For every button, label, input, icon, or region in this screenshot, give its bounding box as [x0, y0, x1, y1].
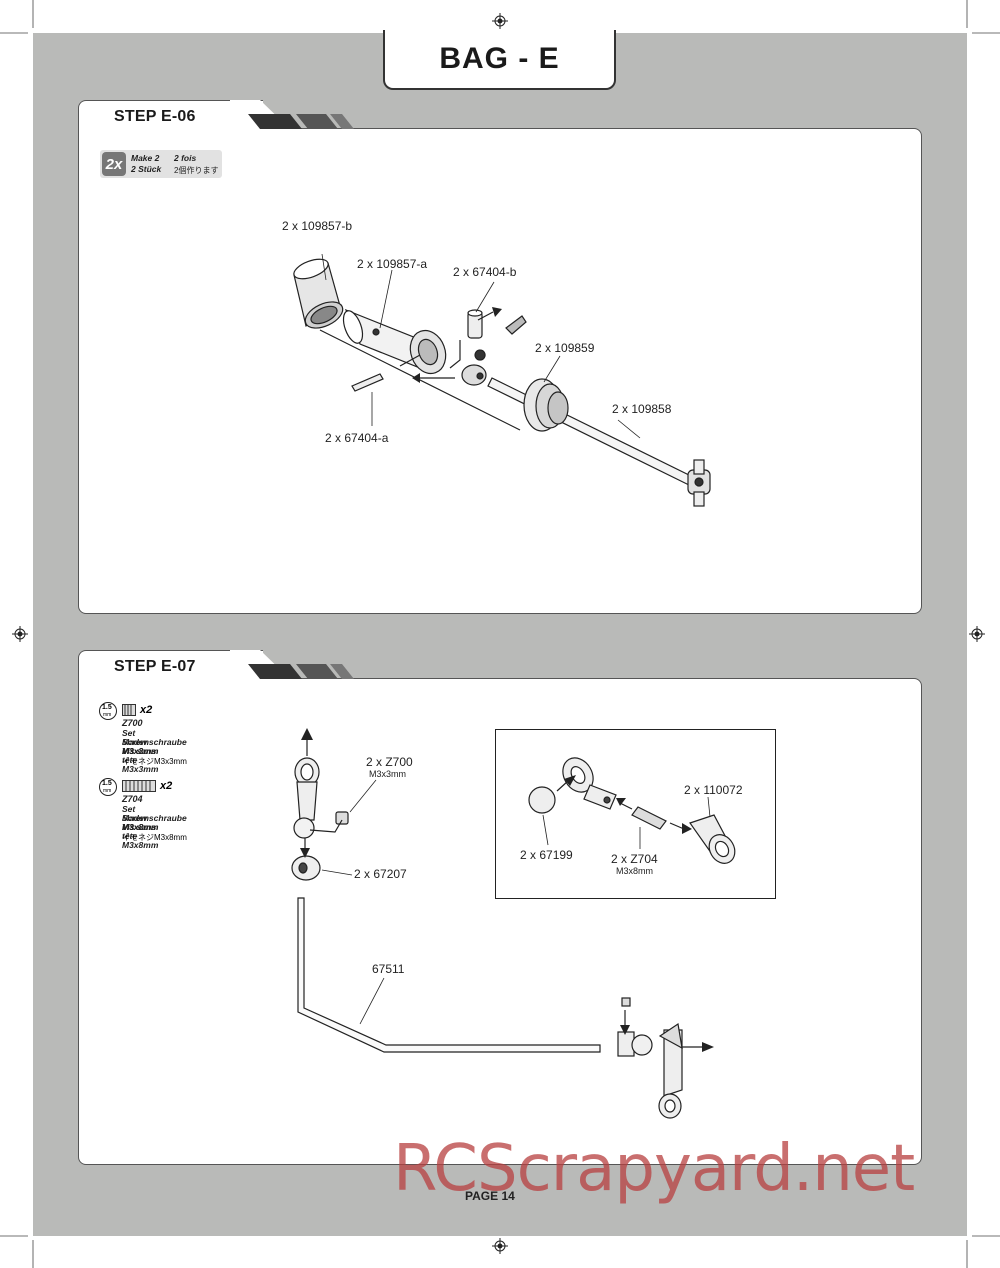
registration-mark-bottom	[492, 1238, 508, 1254]
label-z704: 2 x Z704	[611, 852, 658, 866]
bom-fr: Vis sans tête M3x8mm	[122, 822, 159, 850]
step-e07-stripes	[230, 650, 354, 679]
label-z704-size: M3x8mm	[616, 866, 654, 876]
hex-wrench-icon	[99, 778, 117, 796]
rod-end-detail-diagram	[528, 757, 736, 864]
step-e06-stripes	[230, 100, 354, 129]
step-e06-panel	[78, 128, 922, 614]
anti-roll-bar-diagram	[291, 728, 714, 1119]
make-fr: 2 fois	[174, 153, 197, 163]
tool-size: 1.5	[102, 704, 112, 711]
label-z700: 2 x Z700	[366, 755, 413, 769]
tool-unit: mm	[103, 712, 112, 718]
label-109859: 2 x 109859	[535, 341, 595, 355]
label-109857-a: 2 x 109857-a	[357, 257, 428, 271]
bom-de: Madenschraube M3x3mm	[122, 737, 187, 756]
tool-size: 1.5	[102, 780, 112, 787]
bom-jp: イモネジM3x3mm	[122, 757, 187, 766]
bom-fr: Vis sans tête M3x3mm	[122, 746, 159, 774]
registration-mark-top	[492, 13, 508, 29]
tool-unit: mm	[103, 788, 112, 794]
label-67404-b: 2 x 67404-b	[453, 265, 517, 279]
make-en: Make 2	[131, 153, 160, 163]
bag-title-tab: BAG - E	[383, 30, 616, 90]
step-e06-title: STEP E-06	[114, 108, 196, 125]
bom-code: Z704	[122, 794, 143, 804]
bag-title: BAG - E	[439, 42, 560, 75]
label-67404-a: 2 x 67404-a	[325, 431, 389, 445]
bom-de: Madenschraube M3x8mm	[122, 813, 187, 832]
label-67199: 2 x 67199	[520, 848, 573, 862]
set-screw-long-icon	[122, 780, 156, 792]
label-67511: 67511	[372, 962, 405, 976]
bom-jp: イモネジM3x8mm	[122, 833, 187, 842]
bom-en: Set Screw M3x8mm	[122, 804, 159, 832]
make-de: 2 Stück	[131, 164, 162, 174]
label-109858: 2 x 109858	[612, 402, 672, 416]
label-67207: 2 x 67207	[354, 867, 407, 881]
bom-qty: x2	[160, 780, 173, 792]
label-110072: 2 x 110072	[684, 783, 743, 797]
step-e07-title: STEP E-07	[114, 658, 196, 675]
set-screw-icon	[122, 704, 136, 716]
watermark: RCScrapyard.net	[393, 1132, 915, 1206]
registration-mark-right	[969, 626, 985, 642]
make-badge: 2x	[102, 152, 126, 176]
hex-wrench-icon	[99, 702, 117, 720]
bom-qty: x2	[140, 704, 153, 716]
bom-code: Z700	[122, 718, 143, 728]
driveshaft-assembly-diagram	[293, 253, 711, 507]
label-109857-b: 2 x 109857-b	[282, 219, 353, 233]
label-z700-size: M3x3mm	[369, 769, 407, 779]
make-quantity-box: 2x Make 2 2 fois 2 Stück 2個作ります	[100, 150, 222, 178]
page-number: PAGE 14	[465, 1189, 515, 1203]
bom-en: Set Screw M3x3mm	[122, 728, 159, 756]
registration-mark-left	[12, 626, 28, 642]
make-jp: 2個作ります	[174, 166, 219, 175]
